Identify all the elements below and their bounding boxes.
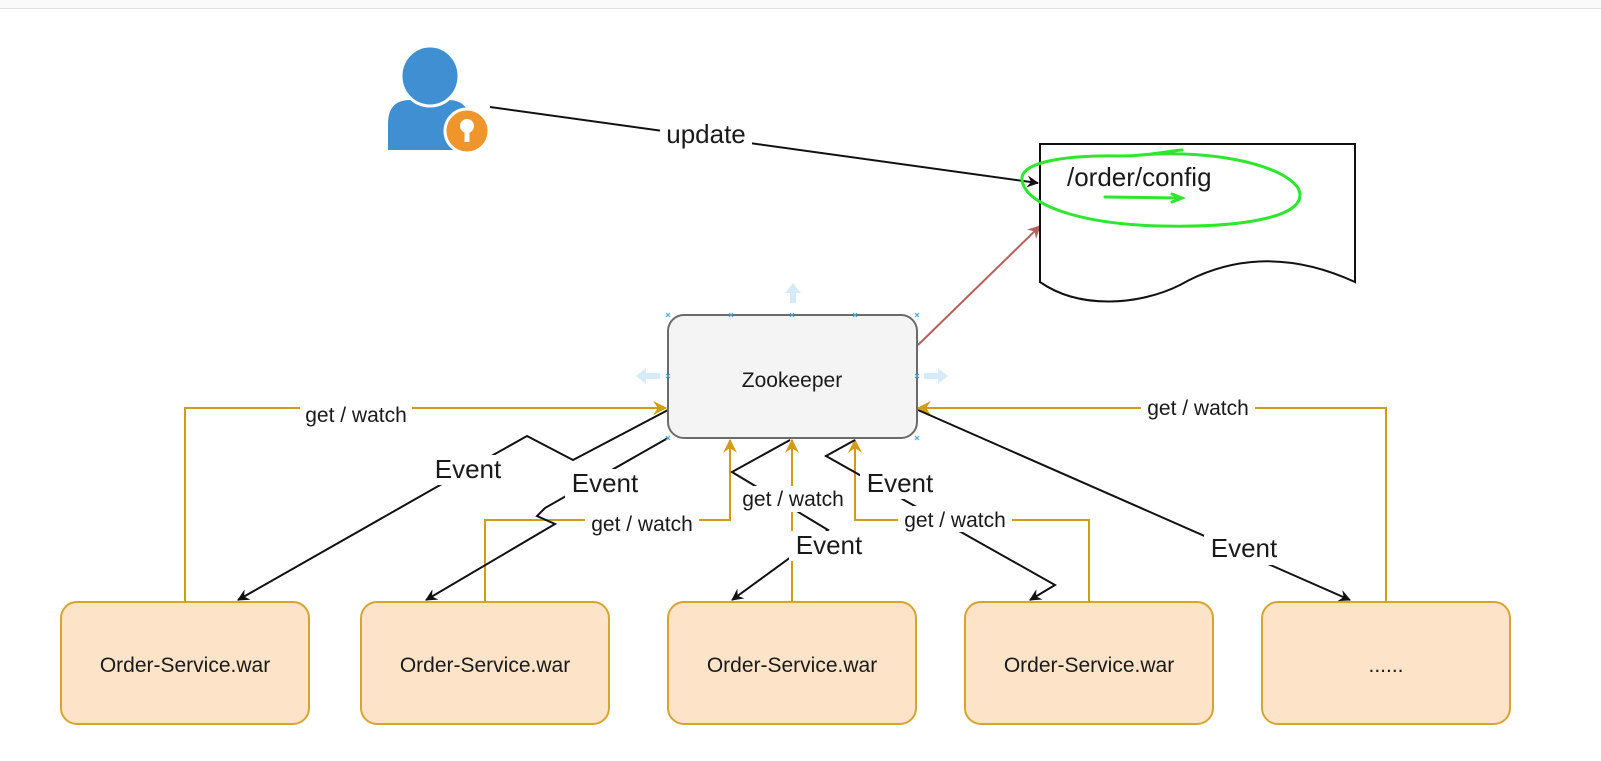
highlight-annotation <box>1020 148 1302 228</box>
service-box-4[interactable]: Order-Service.war <box>964 601 1214 725</box>
zookeeper-config-edge[interactable] <box>917 225 1041 346</box>
get-watch-label-5: get / watch <box>1147 397 1249 420</box>
selection-handles[interactable] <box>665 312 920 441</box>
event-label-1: Event <box>435 454 502 484</box>
hover-arrow-icons[interactable] <box>636 283 948 384</box>
get-watch-label-4: get / watch <box>904 509 1006 532</box>
top-bar <box>0 0 1601 9</box>
service-box-3[interactable]: Order-Service.war <box>667 601 917 725</box>
event-edge-3[interactable] <box>730 439 830 601</box>
get-watch-label-1: get / watch <box>305 404 407 427</box>
config-document-node[interactable]: /order/config <box>1039 143 1356 303</box>
arrow-right-icon <box>924 368 948 384</box>
event-edge-5[interactable] <box>917 409 1351 602</box>
update-edge[interactable] <box>489 106 1039 188</box>
user-with-key-icon[interactable] <box>388 44 491 155</box>
service-box-1[interactable]: Order-Service.war <box>60 601 310 725</box>
event-label-3: Event <box>796 530 863 560</box>
update-label: update <box>666 119 746 149</box>
service-label: Order-Service.war <box>1004 654 1174 677</box>
event-edge-1[interactable] <box>237 409 669 601</box>
service-label: Order-Service.war <box>100 654 270 677</box>
get-watch-edge-1[interactable] <box>184 401 668 602</box>
event-label-2: Event <box>572 468 639 498</box>
arrow-up-icon <box>785 283 801 303</box>
service-box-2[interactable]: Order-Service.war <box>360 601 610 725</box>
event-label-4: Event <box>867 468 934 498</box>
event-label-5: Event <box>1211 533 1278 563</box>
zookeeper-label: Zookeeper <box>742 369 842 392</box>
zookeeper-node[interactable]: Zookeeper <box>667 314 918 439</box>
config-path-label: /order/config <box>1067 162 1212 192</box>
service-box-more[interactable]: ...... <box>1261 601 1511 725</box>
get-watch-edge-5[interactable] <box>916 401 1387 602</box>
service-label: Order-Service.war <box>707 654 877 677</box>
arrow-left-icon <box>636 368 660 384</box>
get-watch-label-2: get / watch <box>591 513 693 536</box>
get-watch-label-3: get / watch <box>742 488 844 511</box>
service-label: ...... <box>1368 654 1403 677</box>
edge-labels: update get / watch get / watch get / wat… <box>300 119 1284 565</box>
service-label: Order-Service.war <box>400 654 570 677</box>
